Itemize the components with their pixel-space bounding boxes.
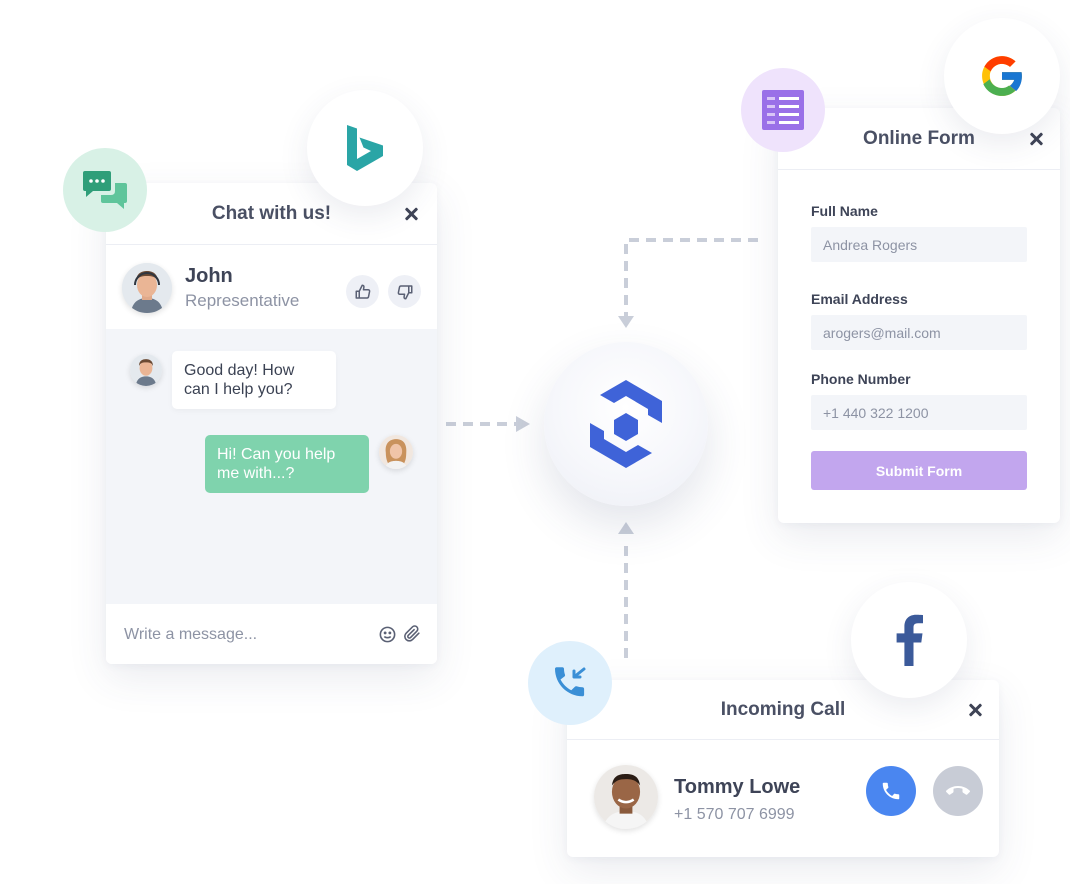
user-message-text: Hi! Can you help me with...? xyxy=(217,446,336,482)
bing-logo-icon xyxy=(307,90,423,206)
rep-avatar xyxy=(122,263,172,313)
connector-form-to-hub xyxy=(624,238,758,318)
chat-messages: Good day! How can I help you? Hi! Can yo… xyxy=(106,329,437,604)
user-message: Hi! Can you help me with...? xyxy=(205,435,369,493)
hub-logo-icon xyxy=(590,380,662,468)
call-title: Incoming Call xyxy=(720,699,846,720)
incoming-call-icon xyxy=(528,641,612,725)
facebook-logo-icon xyxy=(851,582,967,698)
submit-form-button[interactable]: Submit Form xyxy=(811,451,1027,490)
caller-name: Tommy Lowe xyxy=(674,776,801,798)
agent-message-text: Good day! How can I help you? xyxy=(184,362,295,398)
arrowhead-right xyxy=(516,416,530,432)
email-input[interactable] xyxy=(811,315,1027,350)
caller-avatar xyxy=(594,765,658,829)
accept-call-button[interactable] xyxy=(866,766,916,816)
representative-row: John Representative xyxy=(106,245,437,330)
thumbs-up-button[interactable] xyxy=(346,275,379,308)
form-header: Online Form xyxy=(778,108,1060,170)
form-close-icon[interactable] xyxy=(1029,132,1043,146)
agent-message-avatar xyxy=(130,354,162,386)
agent-message: Good day! How can I help you? xyxy=(172,351,336,409)
incoming-call-widget: Incoming Call Tommy Lowe +1 570 707 6999 xyxy=(567,680,999,857)
google-logo-icon xyxy=(944,18,1060,134)
chat-title: Chat with us! xyxy=(211,203,332,224)
integration-hub xyxy=(544,342,708,506)
phone-input[interactable] xyxy=(811,395,1027,430)
arrowhead-down xyxy=(618,316,634,328)
full-name-input[interactable] xyxy=(811,227,1027,262)
hang-up-icon xyxy=(946,786,970,795)
decline-call-button[interactable] xyxy=(933,766,983,816)
chat-input-row xyxy=(106,604,437,664)
full-name-label: Full Name xyxy=(811,203,878,219)
emoji-icon[interactable] xyxy=(378,625,397,644)
arrowhead-up xyxy=(618,522,634,534)
thumbs-down-button[interactable] xyxy=(388,275,421,308)
thumbs-down-icon xyxy=(397,284,412,299)
rep-role: Representative xyxy=(185,291,300,310)
chat-widget: Chat with us! John Representative xyxy=(106,183,437,664)
phone-icon xyxy=(882,782,900,800)
online-form-widget: Online Form Full Name Email Address Phon… xyxy=(778,108,1060,523)
chat-bubbles-icon xyxy=(63,148,147,232)
thumbs-up-icon xyxy=(355,284,370,299)
chat-close-icon[interactable] xyxy=(404,207,418,221)
user-message-avatar xyxy=(379,435,413,469)
call-header: Incoming Call xyxy=(567,680,999,740)
call-close-icon[interactable] xyxy=(968,703,982,717)
form-list-icon xyxy=(741,68,825,152)
rep-name: John xyxy=(185,265,233,287)
form-title: Online Form xyxy=(863,128,975,149)
email-label: Email Address xyxy=(811,291,908,307)
chat-header: Chat with us! xyxy=(106,183,437,245)
caller-phone: +1 570 707 6999 xyxy=(674,806,795,823)
message-input[interactable] xyxy=(122,620,366,650)
attachment-icon[interactable] xyxy=(403,624,422,644)
phone-label: Phone Number xyxy=(811,371,911,387)
